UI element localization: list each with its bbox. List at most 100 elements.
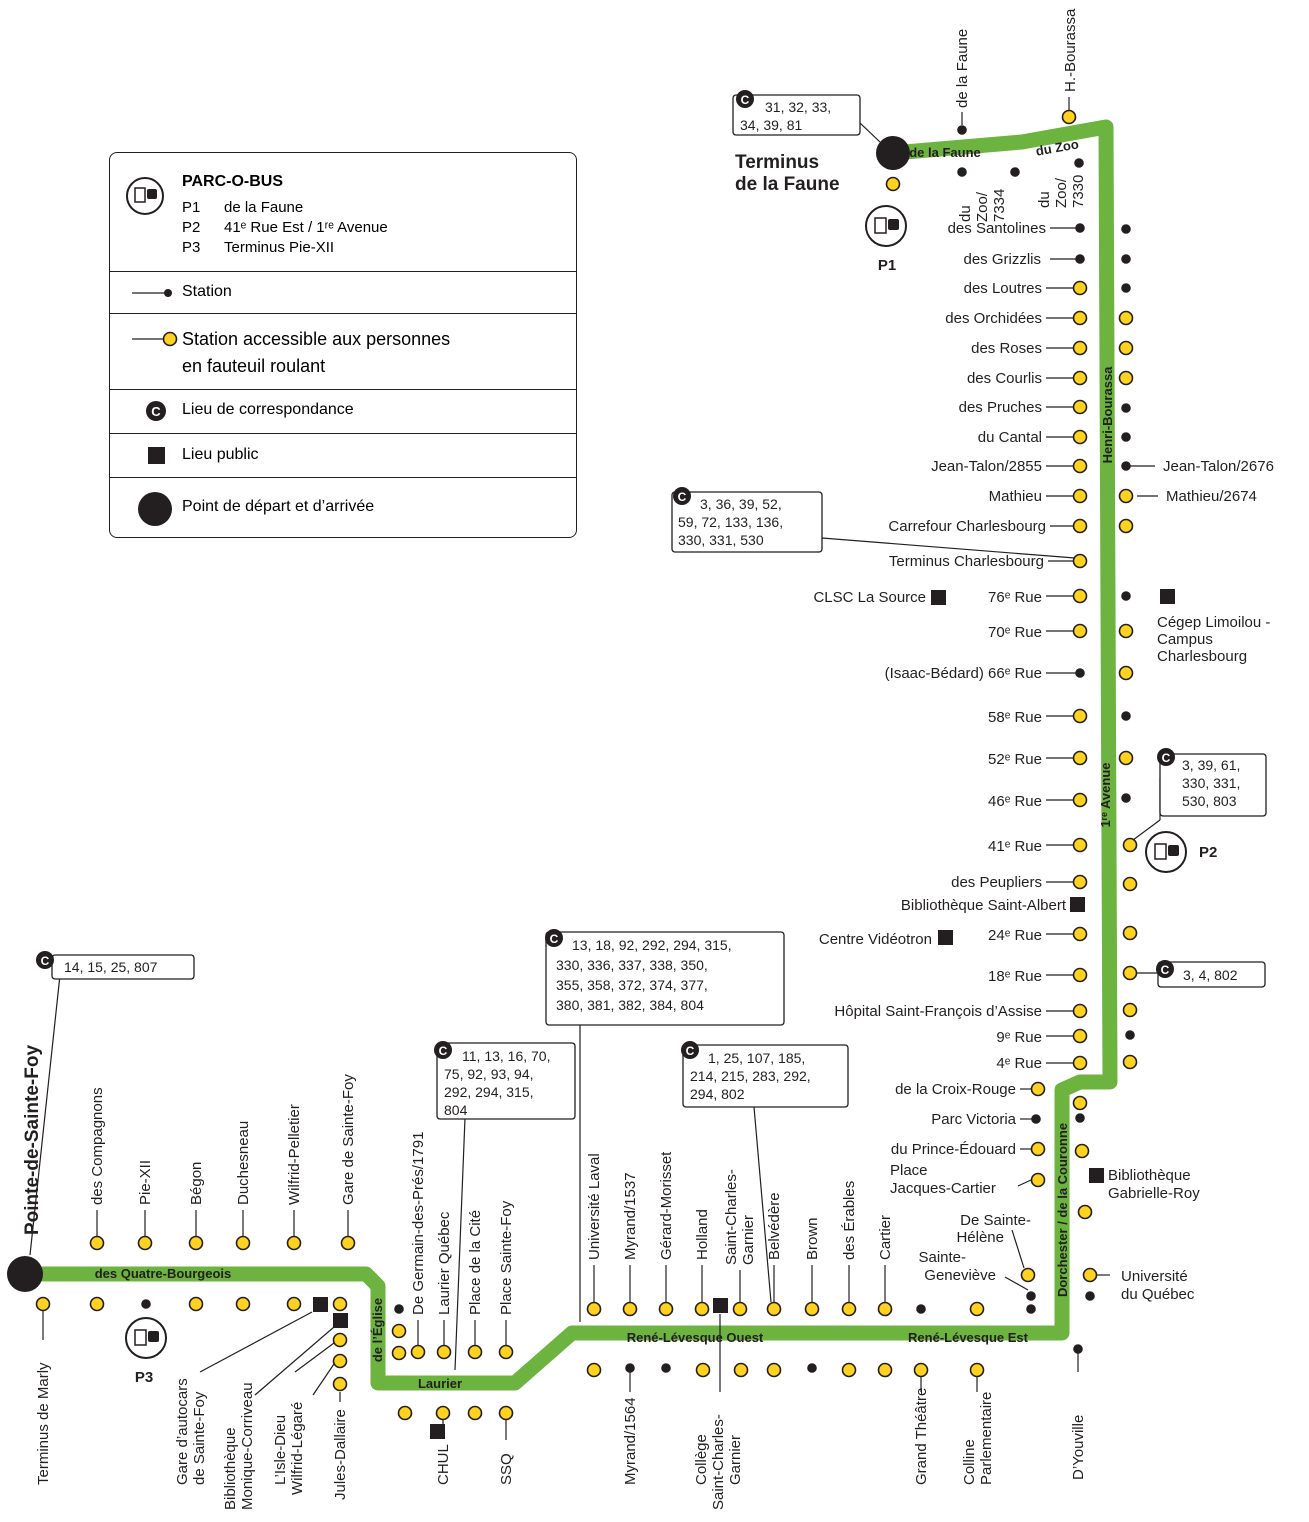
svg-text:Mathieu/2674: Mathieu/2674 (1166, 488, 1257, 505)
svg-text:(Isaac-Bédard) 66ᵉ Rue: (Isaac-Bédard) 66ᵉ Rue (885, 665, 1042, 682)
terminus-icon (138, 492, 172, 526)
svg-text:Jean-Talon/2855: Jean-Talon/2855 (931, 458, 1042, 475)
legend-accessible-line2: en fauteuil roulant (182, 356, 326, 376)
svg-text:CLSC La Source: CLSC La Source (813, 589, 926, 606)
svg-text:Saint-Charles-: Saint-Charles- (710, 1414, 727, 1510)
svg-text:3, 36, 39, 52,: 3, 36, 39, 52, (700, 496, 782, 512)
svg-text:Zoo/: Zoo/ (1053, 177, 1070, 208)
svg-text:Terminus de Marly: Terminus de Marly (35, 1362, 52, 1485)
svg-text:H.-Bourassa: H.-Bourassa (1062, 8, 1079, 92)
legend-accessible-line1: Station accessible aux personnes (182, 329, 451, 349)
svg-text:C: C (741, 93, 750, 107)
svg-text:Parlementaire: Parlementaire (978, 1392, 995, 1485)
legend-station-row: Station (110, 271, 576, 314)
svg-text:Geneviève: Geneviève (924, 1267, 996, 1284)
svg-text:de la Croix-Rouge: de la Croix-Rouge (895, 1081, 1016, 1098)
svg-text:3, 39, 61,: 3, 39, 61, (1182, 757, 1240, 773)
terminus-pointe-dot (7, 1256, 43, 1292)
svg-text:Place: Place (890, 1162, 928, 1179)
svg-text:Monique-Corriveau: Monique-Corriveau (239, 1382, 256, 1510)
street-rene-levesque-ouest: René-Lévesque Ouest (627, 1330, 764, 1345)
svg-text:Charlesbourg: Charlesbourg (1157, 648, 1247, 665)
public-place-icon (148, 447, 165, 464)
legend-terminus-label: Point de départ et d’arrivée (182, 498, 375, 515)
legend-correspondance-label: Lieu de correspondance (182, 401, 354, 418)
svg-text:Brown: Brown (804, 1217, 821, 1260)
correspondance-charlesbourg: C 3, 36, 39, 52, 59, 72, 133, 136, 330, … (671, 487, 823, 553)
svg-text:76ᵉ Rue: 76ᵉ Rue (988, 589, 1042, 606)
svg-text:des Grizzlis: des Grizzlis (963, 251, 1041, 268)
legend-accessible-row: Station accessible aux personnes en faut… (110, 313, 576, 390)
svg-text:Jean-Talon/2676: Jean-Talon/2676 (1163, 458, 1274, 475)
svg-text:Myrand/1537: Myrand/1537 (622, 1172, 639, 1260)
terminus-faune-dot (876, 136, 910, 170)
svg-text:330, 331,: 330, 331, (1182, 775, 1240, 791)
route-line (25, 119, 1118, 1391)
svg-text:L’Isle-Dieu: L’Isle-Dieu (272, 1415, 289, 1485)
svg-text:Bibliothèque: Bibliothèque (1108, 1167, 1191, 1184)
svg-text:C: C (678, 490, 687, 504)
correspondance-garnier: C 1, 25, 107, 185, 214, 215, 283, 292, 2… (681, 1041, 849, 1108)
svg-text:Cégep Limoilou -: Cégep Limoilou - (1157, 614, 1270, 631)
svg-text:Carrefour Charlesbourg: Carrefour Charlesbourg (888, 518, 1046, 535)
svg-text:58ᵉ Rue: 58ᵉ Rue (988, 709, 1042, 726)
legend-parc-title: PARC-O-BUS (182, 173, 284, 190)
svg-text:11, 13, 16, 70,: 11, 13, 16, 70, (462, 1048, 550, 1064)
svg-text:Jacques-Cartier: Jacques-Cartier (890, 1180, 996, 1197)
svg-text:1, 25, 107, 185,: 1, 25, 107, 185, (708, 1050, 805, 1066)
svg-text:SSQ: SSQ (498, 1453, 515, 1485)
svg-text:Belvédère: Belvédère (766, 1192, 783, 1260)
svg-text:du: du (957, 205, 974, 222)
svg-text:330, 331, 530: 330, 331, 530 (678, 532, 764, 548)
svg-text:380, 381, 382, 384, 804: 380, 381, 382, 384, 804 (556, 997, 704, 1013)
svg-text:Myrand/1564: Myrand/1564 (622, 1397, 639, 1485)
street-henri-bourassa: Henri-Bourassa (1100, 366, 1115, 464)
svg-text:3, 4, 802: 3, 4, 802 (1183, 967, 1238, 983)
svg-text:804: 804 (444, 1102, 468, 1118)
svg-text:D’Youville: D’Youville (1070, 1415, 1087, 1480)
svg-text:des Courlis: des Courlis (967, 370, 1042, 387)
svg-text:Collège: Collège (693, 1434, 710, 1485)
legend-station-label: Station (182, 283, 232, 300)
legend-correspondance-row: C Lieu de correspondance (110, 389, 576, 434)
svg-text:des Roses: des Roses (971, 340, 1042, 357)
correspondance-faune: C 31, 32, 33, 34, 39, 81 (732, 90, 861, 136)
svg-text:P3: P3 (135, 1369, 153, 1386)
svg-text:Jules-Dallaire: Jules-Dallaire (332, 1409, 349, 1500)
svg-text:du: du (1036, 191, 1053, 208)
svg-text:Bégon: Bégon (188, 1162, 205, 1205)
station-symbol-icon (132, 289, 172, 297)
street-rene-levesque-est: René-Lévesque Est (908, 1330, 1029, 1345)
correspondance-p2: C 3, 39, 61, 330, 331, 530, 803 (1157, 748, 1267, 817)
svg-text:du Québec: du Québec (1121, 1286, 1195, 1303)
svg-text:59, 72, 133, 136,: 59, 72, 133, 136, (678, 514, 783, 530)
svg-text:9ᵉ Rue: 9ᵉ Rue (996, 1029, 1042, 1046)
parc-o-bus-icon-p3: P3 (125, 1317, 167, 1386)
svg-text:Parc Victoria: Parc Victoria (931, 1111, 1016, 1128)
svg-text:C: C (550, 932, 559, 946)
svg-text:Gabrielle-Roy: Gabrielle-Roy (1108, 1185, 1200, 1202)
parc-o-bus-icon-p1: P1 (865, 205, 907, 274)
accessible-station-icon (132, 331, 178, 347)
svg-text:Wilfrid-Pelletier: Wilfrid-Pelletier (286, 1104, 303, 1205)
legend-public-row: Lieu public (110, 433, 576, 478)
parc-o-bus-icon (126, 177, 164, 215)
svg-text:Centre Vidéotron: Centre Vidéotron (819, 931, 932, 948)
svg-text:31, 32, 33,: 31, 32, 33, (765, 99, 831, 115)
svg-text:46ᵉ Rue: 46ᵉ Rue (988, 793, 1042, 810)
svg-text:Gare d’autocars: Gare d’autocars (174, 1378, 191, 1485)
svg-text:Colline: Colline (961, 1439, 978, 1485)
svg-text:Place de la Cité: Place de la Cité (467, 1210, 484, 1315)
correspondance-pointe: C 14, 15, 25, 807 (36, 951, 195, 980)
public-places (313, 589, 1175, 1439)
svg-text:C: C (439, 1044, 448, 1058)
svg-text:C: C (151, 404, 161, 419)
terminus-pointe-label: Pointe-de-Sainte-Foy (22, 1045, 43, 1235)
svg-text:Université: Université (1121, 1268, 1188, 1285)
station-labels: de la Faune H.-Bourassa du Zoo/ 7334 du … (35, 8, 1274, 1510)
